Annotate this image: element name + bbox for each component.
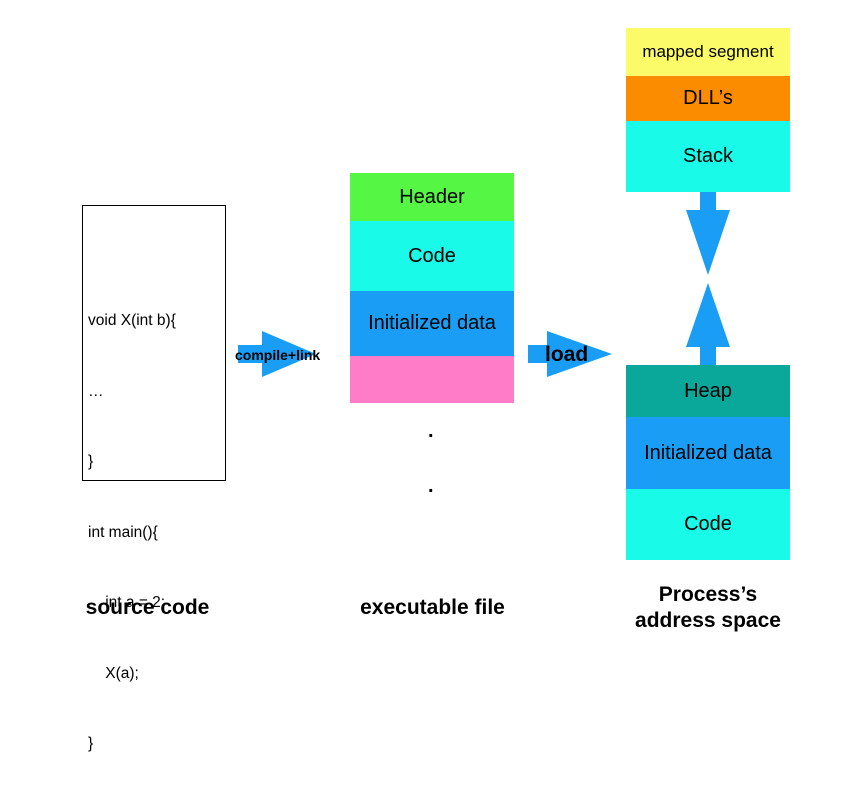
process-caption-line2: address space [635, 609, 781, 632]
code-line: … [88, 382, 104, 400]
ellipsis-dot: . [428, 420, 434, 442]
dlls-segment: DLL’s [626, 76, 790, 121]
load-arrow [528, 331, 612, 377]
process-caption-line1: Process’s [658, 583, 758, 606]
process-initialized-data-segment: Initialized data [626, 417, 790, 489]
source-code-caption: source code [85, 596, 210, 619]
stack-segment: Stack [626, 121, 790, 192]
heap-segment: Heap [626, 365, 790, 417]
exe-unlabeled-segment [350, 356, 514, 403]
executable-file-caption: executable file [360, 596, 505, 619]
code-line: } [88, 735, 94, 752]
exe-code-segment: Code [350, 221, 514, 291]
code-line: int a = 2; [88, 594, 166, 611]
process-code-segment: Code [626, 489, 790, 560]
exe-initialized-data-segment: Initialized data [350, 291, 514, 356]
code-line: X(a); [88, 664, 139, 682]
stack-grows-down-arrow [686, 192, 730, 275]
source-code-box: void X(int b){ … } int main(){ int a = 2… [82, 205, 226, 752]
mapped-segment: mapped segment [626, 28, 790, 76]
compile-link-label: compile+link [235, 347, 321, 363]
code-line: } [88, 453, 94, 470]
source-code-text: void X(int b){ … } int main(){ int a = 2… [88, 262, 176, 803]
ellipsis-dot: . [428, 475, 434, 497]
code-line: void X(int b){ [88, 312, 176, 329]
arrows-layer [238, 192, 730, 377]
exe-header-segment: Header [350, 173, 514, 221]
heap-grows-up-arrow [686, 283, 730, 365]
compile-link-arrow [238, 331, 316, 377]
process-address-space-caption: Process’s address space [608, 582, 808, 634]
code-line: int main(){ [88, 523, 158, 541]
load-label: load [545, 343, 589, 366]
